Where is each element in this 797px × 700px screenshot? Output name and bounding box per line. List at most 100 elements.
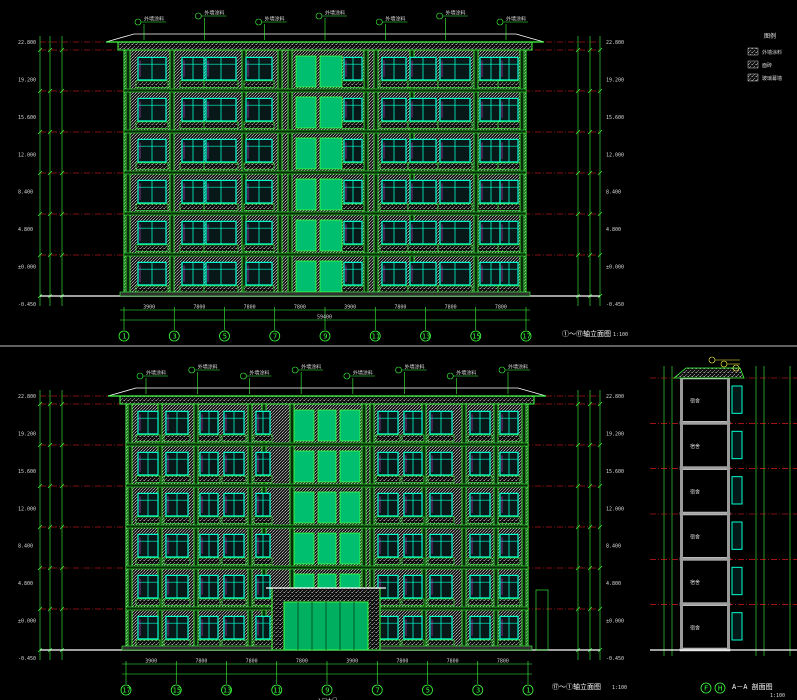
dimension-tick — [587, 129, 593, 135]
level-text: ±0.000 — [18, 265, 36, 271]
dimension-tick — [59, 129, 65, 135]
callout-text: 外墙涂料 — [405, 364, 425, 371]
balcony-rail — [497, 639, 521, 647]
section-wall — [727, 378, 730, 650]
dimension-tick — [587, 88, 593, 94]
section-window — [731, 430, 743, 460]
balcony-rail — [407, 121, 439, 129]
dimension-tick — [587, 565, 593, 571]
balcony-rail — [197, 475, 221, 483]
balcony-rail — [497, 285, 521, 293]
balcony-rail — [221, 516, 247, 524]
balcony-rail — [437, 203, 473, 211]
balcony-rail — [179, 203, 207, 211]
balcony-rail — [179, 285, 207, 293]
balcony-rail — [197, 434, 221, 442]
balcony-rail — [179, 162, 207, 170]
section-scale: 1:100 — [770, 693, 785, 699]
balcony-rail — [243, 121, 275, 129]
balcony-rail — [341, 162, 365, 170]
axis-bubble — [470, 330, 482, 342]
callout-bubble — [136, 372, 144, 380]
callout-text: 外墙涂料 — [508, 364, 528, 371]
axis-label: 5 — [426, 687, 430, 695]
dimension-tick — [47, 401, 53, 407]
axis-label: 5 — [223, 333, 227, 341]
glass-panel — [339, 491, 361, 524]
dimension-tick — [37, 88, 43, 94]
axis-bubble — [420, 330, 431, 342]
level-text: 12.000 — [606, 152, 624, 158]
section-axis-label: F — [704, 685, 708, 693]
glass-panel — [319, 137, 343, 170]
level-text: 4.800 — [18, 227, 33, 233]
dimension-tick — [597, 170, 603, 176]
balcony-rail — [497, 598, 521, 606]
balcony-rail — [163, 475, 191, 483]
dimension-tick — [587, 211, 593, 217]
balcony-rail — [179, 244, 207, 252]
axis-bubble — [120, 684, 132, 696]
balcony-rail — [253, 434, 273, 442]
callout-bubble — [376, 18, 383, 26]
balcony-rail — [197, 516, 221, 524]
axis-label: 3 — [476, 687, 480, 695]
balcony-rail — [497, 244, 521, 252]
dimension-tick — [597, 524, 603, 530]
level-text: ±0.000 — [18, 619, 36, 625]
dimension-text: 3900 — [145, 659, 157, 665]
glass-panel — [295, 260, 317, 293]
balcony-rail — [253, 475, 273, 483]
axis-bubble — [522, 684, 534, 696]
balcony-rail — [135, 475, 161, 483]
balcony-rail — [135, 557, 161, 565]
axis-bubble — [118, 330, 130, 342]
level-text: 4.800 — [606, 581, 621, 587]
balcony-rail — [253, 557, 273, 565]
balcony-rail — [379, 203, 409, 211]
section-slab — [679, 557, 731, 561]
balcony-rail — [437, 121, 473, 129]
dimension-text: 3900 — [143, 305, 155, 311]
balcony-rail — [407, 244, 439, 252]
dimension-tick — [47, 129, 53, 135]
floor-band — [123, 211, 527, 216]
floor-band — [123, 252, 527, 257]
glass-panel — [319, 219, 343, 252]
axis-bubble — [371, 684, 383, 696]
axis-bubble — [321, 684, 333, 696]
dimension-tick — [597, 483, 603, 489]
roof-parapet — [119, 395, 535, 405]
balcony-rail — [497, 434, 521, 442]
section-callout-bubble — [708, 356, 716, 364]
balcony-rail — [401, 639, 425, 647]
room-label: 宿舍 — [690, 443, 700, 450]
axis-label: 3 — [172, 333, 176, 341]
balcony-rail — [135, 162, 169, 170]
plinth — [119, 291, 531, 297]
balcony-rail — [135, 285, 169, 293]
balcony-rail — [497, 516, 521, 524]
dimension-tick — [37, 252, 43, 258]
dimension-text: 7800 — [495, 305, 507, 311]
balcony-rail — [179, 121, 207, 129]
side-annex — [535, 589, 549, 651]
dimension-tick — [47, 606, 53, 612]
balcony-rail — [467, 639, 493, 647]
callout-bubble — [255, 18, 262, 26]
section-slab — [679, 602, 731, 606]
dimension-text: 7800 — [244, 305, 256, 311]
glass-panel — [317, 532, 337, 565]
axis-bubble — [422, 684, 433, 696]
section-axis-label: H — [718, 685, 722, 693]
axis-label: 11 — [273, 687, 281, 695]
axis-label: 1 — [526, 687, 530, 695]
roof-parapet — [117, 41, 533, 51]
balcony-rail — [497, 162, 521, 170]
balcony-rail — [467, 434, 493, 442]
axis-bubble — [168, 330, 180, 342]
dimension-text: 7800 — [193, 305, 205, 311]
callout-text: 外墙涂料 — [265, 16, 285, 23]
dimension-tick — [37, 401, 43, 407]
balcony-rail — [497, 557, 521, 565]
